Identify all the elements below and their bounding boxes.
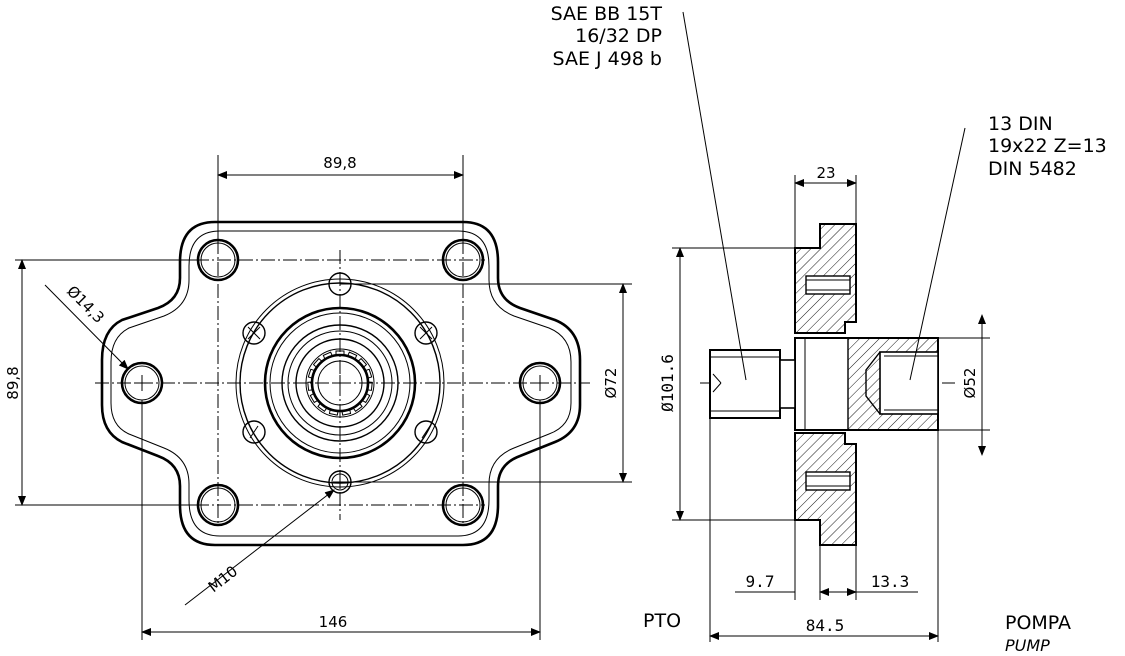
callout-left-line-2: 16/32 DP: [575, 25, 662, 47]
callout-right-line-1: 13 DIN: [988, 113, 1053, 135]
dim-overall-width: 146: [319, 613, 348, 631]
label-pto: PTO: [643, 610, 681, 632]
pto-spline: [709, 349, 781, 419]
side-view: Ø101.6 Ø52 23 9.7 13.3 84.5: [658, 11, 990, 642]
callout-left-line-1: SAE BB 15T: [551, 3, 663, 25]
callout-left-line-3: SAE J 498 b: [553, 48, 662, 70]
dim-front-height: 89,8: [4, 366, 22, 399]
dim-bore-dia: Ø52: [961, 368, 979, 399]
hub-outer: [263, 306, 417, 460]
dim-pilot-dia: Ø72: [602, 368, 620, 399]
dim-thread: M10: [205, 562, 241, 596]
dim-flange-thickness: 23: [816, 164, 835, 182]
callout-right-line-3: DIN 5482: [988, 158, 1077, 180]
flange-outline: [100, 220, 582, 547]
leader-right-callout: [909, 127, 966, 381]
dim-hole-dia: Ø14,3: [63, 282, 108, 327]
flange-inner-outline: [110, 230, 572, 537]
leader-left-callout: [682, 11, 747, 381]
front-view: 89,8 89,8 Ø14,3 Ø72 M10 146: [4, 154, 632, 640]
label-pump: PUMP: [1005, 636, 1050, 655]
splined-shaft: [307, 350, 373, 416]
dim-left-offset: 9.7: [746, 572, 775, 591]
dim-overall-length: 84.5: [806, 616, 845, 635]
label-pompa: POMPA: [1005, 612, 1071, 634]
callout-right-line-2: 19x22 Z=13: [988, 135, 1107, 157]
dim-right-offset: 13.3: [871, 572, 910, 591]
dim-front-width: 89,8: [323, 154, 356, 172]
dim-flange-dia: Ø101.6: [658, 354, 677, 412]
